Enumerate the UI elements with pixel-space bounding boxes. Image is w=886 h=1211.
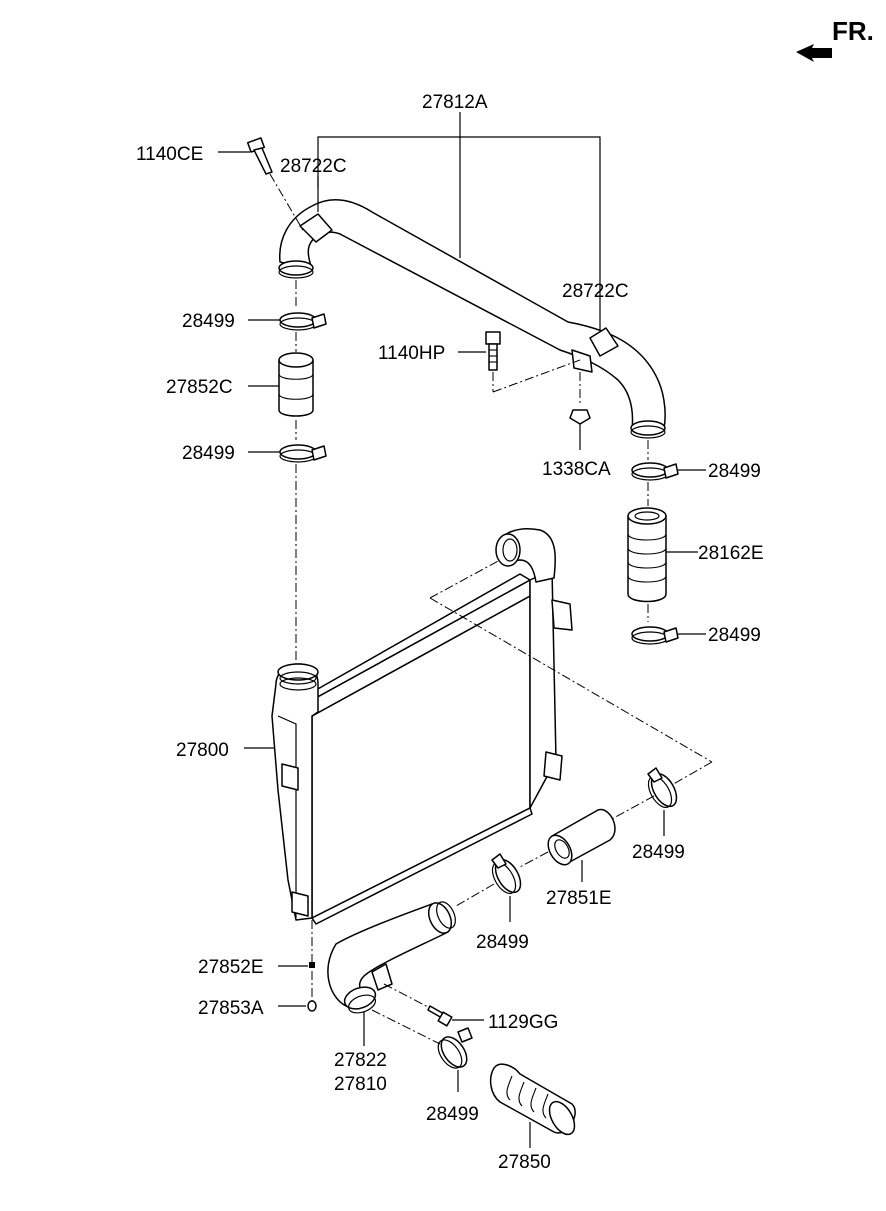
label-27812A: 27812A <box>422 92 488 113</box>
part-27853A[interactable] <box>307 1000 317 1012</box>
bolt-1129GG[interactable] <box>427 1005 453 1027</box>
label-1140CE: 1140CE <box>136 144 203 165</box>
label-28162E: 28162E <box>698 543 764 564</box>
hose-clamp-28499-7[interactable] <box>433 1027 473 1072</box>
hose-clamp-28499-5[interactable] <box>644 767 682 811</box>
label-28499-5: 28499 <box>632 842 685 863</box>
rubber-hose-27850[interactable] <box>489 1063 580 1138</box>
label-28499-6: 28499 <box>476 932 529 953</box>
rubber-hose-27852C[interactable] <box>278 352 314 417</box>
label-1140HP: 1140HP <box>378 343 445 364</box>
label-27852E: 27852E <box>198 957 264 978</box>
hose-clamp-28499-3[interactable] <box>631 462 679 481</box>
hose-clamp-28499-6[interactable] <box>488 853 526 897</box>
label-28499-3: 28499 <box>708 461 761 482</box>
bracket-27812A <box>317 112 601 330</box>
label-27810: 27810 <box>334 1074 387 1095</box>
fr-label: FR. <box>832 16 874 46</box>
intercooler-core-27800[interactable] <box>271 528 573 925</box>
label-28499-2: 28499 <box>182 443 235 464</box>
front-direction-arrow-icon <box>796 44 832 62</box>
label-1338CA: 1338CA <box>542 459 611 480</box>
hose-clamp-28499-2[interactable] <box>279 444 327 463</box>
label-27822: 27822 <box>334 1050 387 1071</box>
rubber-hose-28162E[interactable] <box>627 507 667 603</box>
label-28499-4: 28499 <box>708 625 761 646</box>
label-27851E: 27851E <box>546 888 612 909</box>
part-27852E[interactable] <box>309 962 315 968</box>
label-28722C-right: 28722C <box>562 281 629 302</box>
label-28499-1: 28499 <box>182 311 235 332</box>
label-1129GG: 1129GG <box>488 1012 558 1033</box>
nut-1338CA[interactable] <box>569 372 591 450</box>
hose-clamp-28499-1[interactable] <box>279 312 327 331</box>
bolt-1140CE[interactable] <box>246 137 305 233</box>
label-28722C-top: 28722C <box>280 156 347 177</box>
lower-intercooler-pipe[interactable] <box>327 899 459 1016</box>
label-27852C: 27852C <box>166 377 233 398</box>
label-27800: 27800 <box>176 740 229 761</box>
label-27850: 27850 <box>498 1152 551 1173</box>
label-27853A: 27853A <box>198 998 264 1019</box>
hose-clamp-28499-4[interactable] <box>631 626 679 645</box>
front-direction-marker: FR. <box>796 16 874 62</box>
rubber-hose-27851E[interactable] <box>543 808 616 869</box>
label-28499-7: 28499 <box>426 1104 479 1125</box>
bolt-1140HP[interactable] <box>485 331 581 393</box>
upper-intercooler-pipe[interactable] <box>278 199 666 439</box>
